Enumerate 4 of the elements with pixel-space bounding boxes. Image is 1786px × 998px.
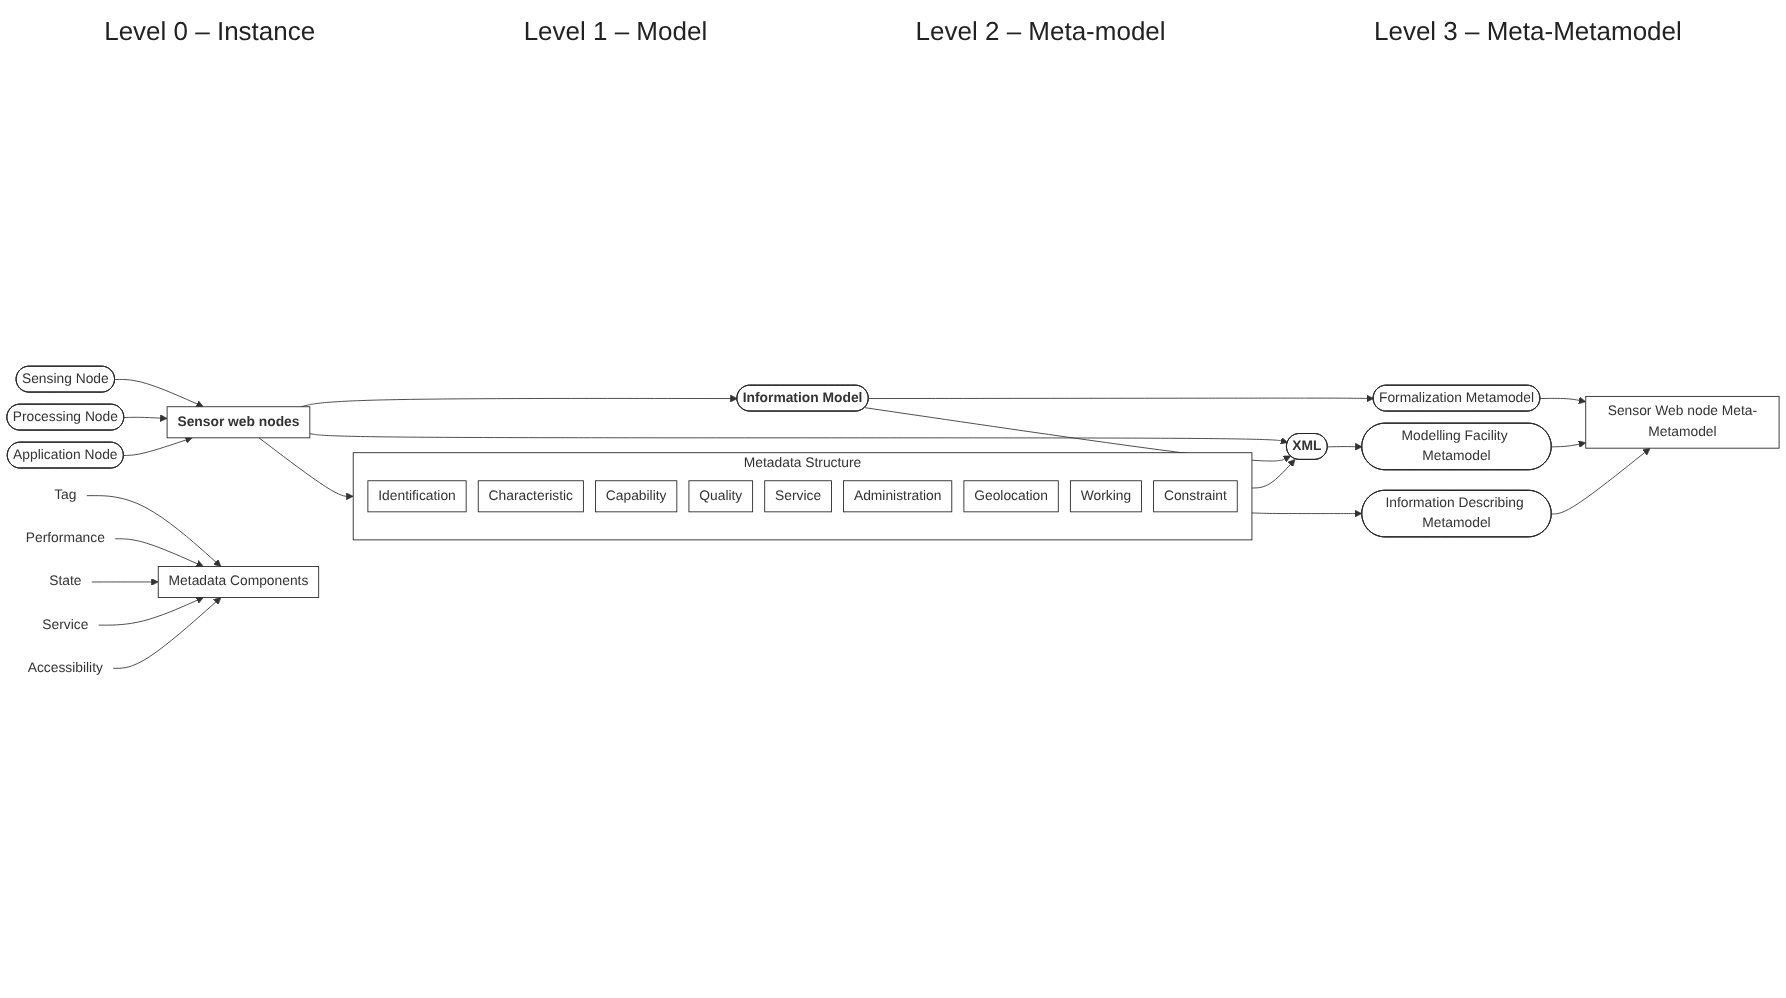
- level-heading: Level 1 – Model: [521, 13, 710, 49]
- level-heading: Level 0 – Instance: [102, 13, 318, 49]
- level-heading: Level 2 – Meta-model: [913, 13, 1168, 49]
- level-heading: Level 3 – Meta-Metamodel: [1371, 13, 1684, 49]
